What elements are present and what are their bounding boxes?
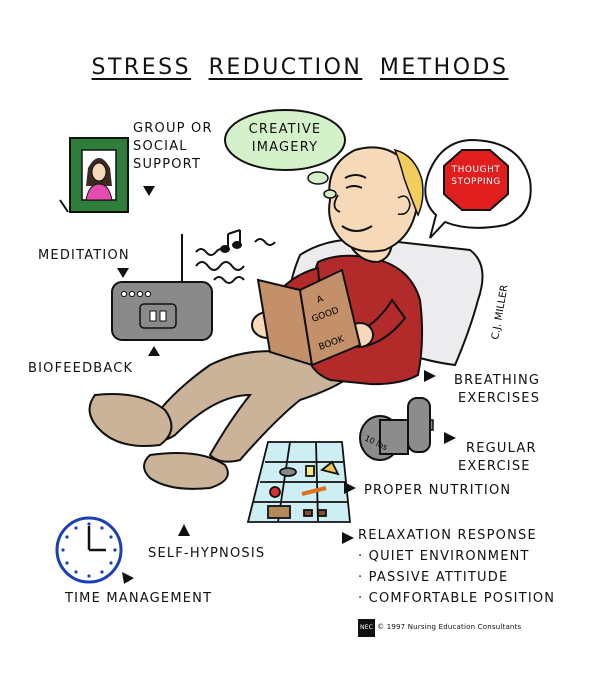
creative-imagery-label: CREATIVE IMAGERY bbox=[225, 121, 345, 157]
breathing-exercises-label: BREATHING EXERCISES bbox=[444, 372, 540, 408]
head-illustration bbox=[328, 146, 419, 253]
breathing-line-2: EXERCISES bbox=[458, 391, 541, 406]
time-management-label: TIME MANAGEMENT bbox=[65, 591, 213, 606]
copyright-line: © 1997 Nursing Education Consultants bbox=[377, 623, 522, 631]
biofeedback-label: BIOFEEDBACK bbox=[28, 361, 134, 376]
thought-stopping-label: THOUGHT STOPPING bbox=[440, 164, 512, 188]
relaxation-item-passive: · PASSIVE ATTITUDE bbox=[358, 570, 509, 585]
book-illustration bbox=[256, 268, 362, 367]
relaxation-response-list: RELAXATION RESPONSE · QUIET ENVIRONMENT … bbox=[358, 525, 555, 609]
arrow-group-support bbox=[143, 186, 155, 196]
creative-imagery-line-2: IMAGERY bbox=[251, 140, 319, 155]
right-foot-illustration bbox=[143, 452, 229, 490]
relaxation-item-comfortable: · COMFORTABLE POSITION bbox=[358, 591, 556, 606]
title-word-stress: STRESS bbox=[91, 55, 192, 80]
arrow-nutrition bbox=[344, 482, 356, 494]
regular-exercise-line-1: REGULAR bbox=[466, 441, 537, 456]
clock-icon bbox=[55, 516, 123, 584]
relaxation-item-quiet: · QUIET ENVIRONMENT bbox=[358, 549, 530, 564]
ear-illustration bbox=[397, 195, 411, 216]
thought-stopping-line-2: STOPPING bbox=[451, 177, 501, 187]
arrow-breathing bbox=[424, 370, 436, 382]
group-support-line-3: SUPPORT bbox=[133, 157, 202, 172]
arrow-time-management bbox=[122, 572, 134, 584]
left-foot-illustration bbox=[88, 393, 173, 447]
book-text-a: A bbox=[316, 294, 326, 306]
title-word-methods: METHODS bbox=[379, 55, 509, 80]
eyebrow-illustration bbox=[344, 174, 367, 179]
regular-exercise-label: REGULAR EXERCISE bbox=[458, 440, 537, 476]
photo-frame-icon bbox=[59, 137, 129, 213]
arrow-relaxation bbox=[342, 532, 354, 544]
stop-sign-icon bbox=[443, 149, 509, 211]
eye-illustration bbox=[345, 185, 363, 189]
mouth-illustration bbox=[341, 225, 373, 232]
pants-illustration bbox=[138, 350, 347, 463]
group-support-label: GROUP OR SOCIAL SUPPORT bbox=[133, 120, 213, 174]
arrow-self-hypnosis bbox=[178, 524, 190, 536]
arrow-meditation bbox=[117, 268, 129, 278]
self-hypnosis-label: SELF-HYPNOSIS bbox=[148, 546, 266, 561]
signature-text: C.J. MILLER bbox=[490, 284, 510, 341]
creative-imagery-cloud bbox=[224, 109, 346, 199]
dumbbell-icon bbox=[359, 397, 434, 461]
food-grid-icon bbox=[246, 441, 351, 523]
logo-mark: NEC bbox=[358, 619, 376, 637]
hair-illustration bbox=[393, 148, 424, 217]
nose-illustration bbox=[333, 194, 341, 213]
group-support-line-2: SOCIAL bbox=[133, 139, 188, 154]
creative-imagery-line-1: CREATIVE bbox=[248, 122, 322, 137]
pointer-arrows bbox=[117, 186, 456, 584]
group-support-line-1: GROUP OR bbox=[133, 121, 213, 136]
breathing-line-1: BREATHING bbox=[453, 373, 541, 388]
title-word-reduction: REDUCTION bbox=[208, 55, 363, 80]
music-notes-icon bbox=[195, 229, 276, 284]
arrow-biofeedback bbox=[148, 346, 160, 356]
arrow-regular-exercise bbox=[444, 432, 456, 444]
copyright-text: NEC© 1997 Nursing Education Consultants bbox=[358, 618, 521, 637]
meditation-label: MEDITATION bbox=[38, 248, 130, 263]
regular-exercise-line-2: EXERCISE bbox=[458, 459, 531, 474]
page-title: STRESS REDUCTION METHODS bbox=[0, 55, 600, 80]
relaxation-heading: RELAXATION RESPONSE bbox=[358, 528, 537, 543]
radio-icon bbox=[111, 234, 213, 341]
proper-nutrition-label: PROPER NUTRITION bbox=[364, 483, 512, 498]
thought-stopping-line-1: THOUGHT bbox=[451, 165, 501, 175]
